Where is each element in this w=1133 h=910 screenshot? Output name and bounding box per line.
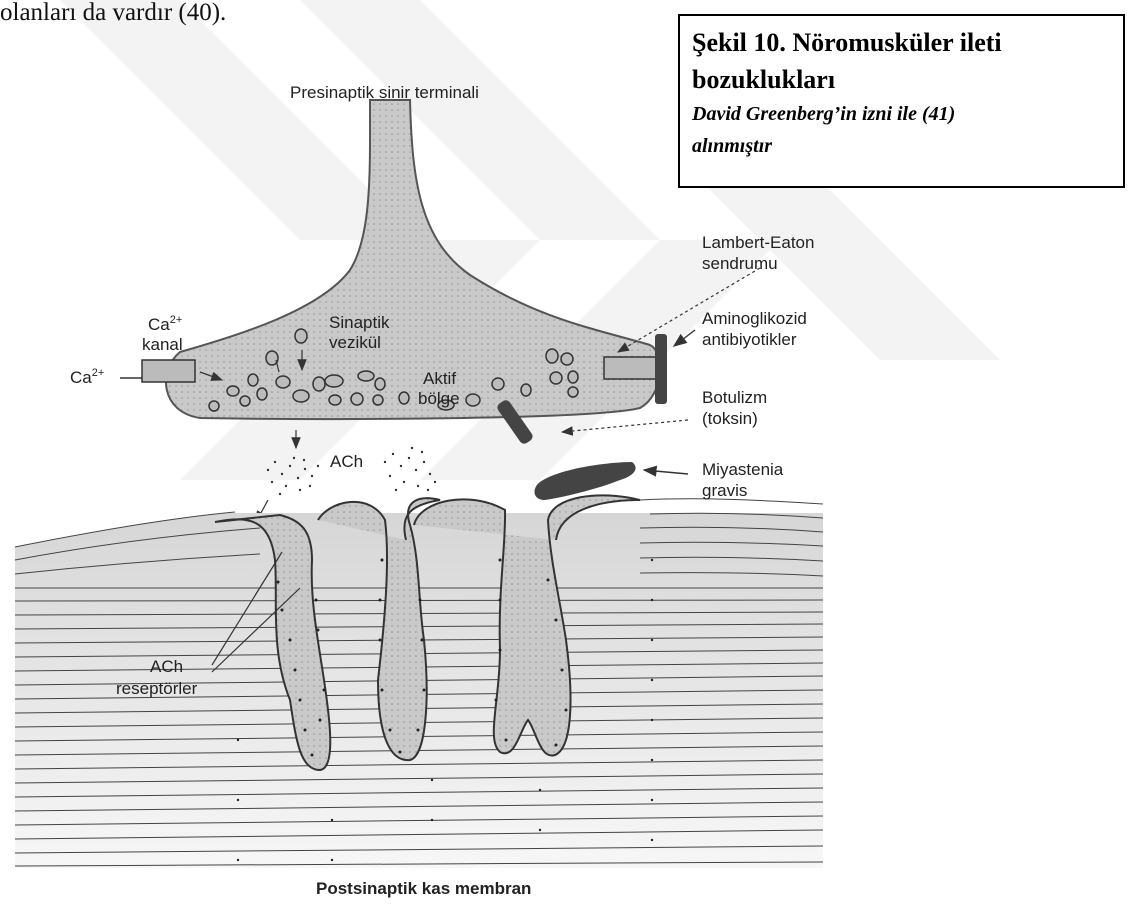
aminoglycoside-block <box>655 334 667 404</box>
postsynaptic-label: Postsinaptik kas membran <box>316 879 531 898</box>
figure-caption-box: Şekil 10. Nöromusküler ileti bozukluklar… <box>678 14 1125 188</box>
disorder-myasthenia-1: Miyastenia <box>702 460 784 479</box>
active-zone-label-2: bölge <box>418 389 460 408</box>
lambert-eaton-channel <box>604 357 656 379</box>
ca-ion-superscript: 2+ <box>92 367 105 379</box>
disorder-lambert-eaton-1: Lambert-Eaton <box>702 233 814 252</box>
vesicle-label-2: vezikül <box>329 333 381 352</box>
figure-title: Şekil 10. Nöromusküler ileti bozukluklar… <box>692 24 1109 98</box>
vesicle-label-1: Sinaptik <box>329 313 390 332</box>
presynaptic-label: Presinaptik sinir terminali <box>290 83 479 102</box>
calcium-channel <box>142 360 195 382</box>
ca-ion-ca: Ca <box>70 368 92 387</box>
disorder-aminoglycoside-1: Aminoglikozid <box>702 309 807 328</box>
disorder-lambert-eaton-2: sendrumu <box>702 254 778 273</box>
ca-ion-label: Ca2+ <box>70 367 104 387</box>
figure-credit-line-1: David Greenberg’in izni ile (41) <box>692 98 1109 130</box>
disorder-myasthenia-2: gravis <box>702 481 747 500</box>
myasthenia-antibody <box>535 462 636 500</box>
disorder-botulism-1: Botulizm <box>702 388 767 407</box>
ca-channel-label: Ca2+ <box>148 314 182 334</box>
disorder-aminoglycoside-2: antibiyotikler <box>702 330 797 349</box>
ach-receptor-label-2: reseptörler <box>116 679 198 698</box>
disorder-botulism-2: (toksin) <box>702 409 758 428</box>
presynaptic-terminal <box>166 100 660 419</box>
figure-credit-line-2: alınmıştır <box>692 130 1109 162</box>
ach-label: ACh <box>330 452 363 471</box>
ach-receptor-label-1: ACh <box>150 657 183 676</box>
ca-channel-superscript: 2+ <box>170 314 183 326</box>
ca-channel-ca: Ca <box>148 315 170 334</box>
active-zone-label-1: Aktif <box>423 369 456 388</box>
ca-channel-kanal: kanal <box>142 335 183 354</box>
